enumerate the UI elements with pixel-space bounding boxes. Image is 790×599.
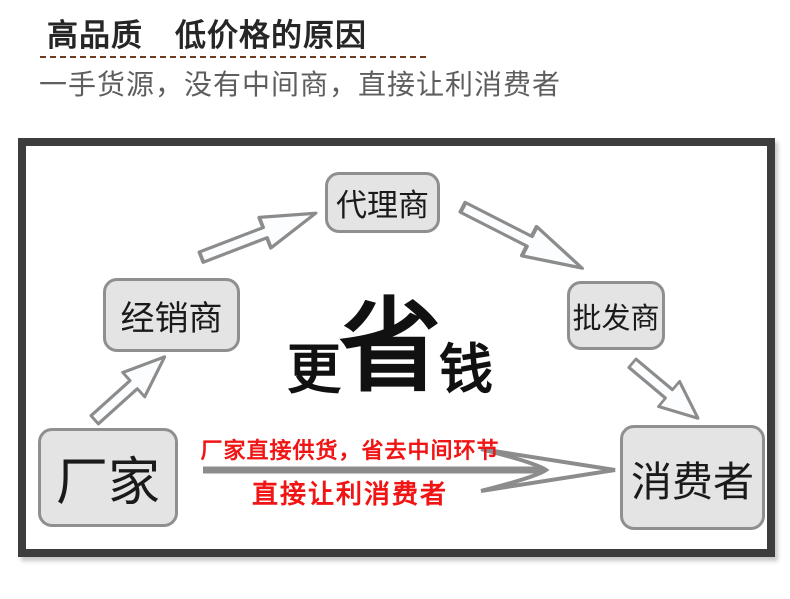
page-title: 高品质 低价格的原因 [47,18,367,53]
arrow-agent-to-wholesaler-icon [451,188,596,288]
arrow-distributor-to-agent-icon [191,193,327,277]
dashed-divider [40,56,426,58]
node-consumer: 消费者 [620,425,765,530]
arrow-wholesaler-to-consumer-icon [618,346,713,435]
page-subtitle: 一手货源，没有中间商，直接让利消费者 [39,69,562,100]
node-factory: 厂家 [38,428,178,527]
node-consumer-label: 消费者 [631,458,754,505]
node-agent: 代理商 [325,172,440,233]
node-agent-label: 代理商 [336,188,429,223]
center-slogan-right: 钱 [439,339,493,400]
note-benefit-consumers: 直接让利消费者 [251,479,448,509]
arrow-factory-to-consumer-icon [200,447,618,493]
note-direct-supply: 厂家直接供货，省去中间环节 [200,438,500,463]
arrow-factory-to-distributor-icon [79,340,180,437]
node-factory-label: 厂家 [55,454,160,512]
center-slogan-big: 省 [339,290,441,405]
node-wholesaler: 批发商 [567,281,665,350]
center-slogan-left: 更 [287,339,341,400]
diagram-frame: 代理商 经销商 批发商 厂家 消费者 更 省 钱 [18,138,775,557]
node-wholesaler-label: 批发商 [572,302,660,335]
node-distributor: 经销商 [103,278,240,352]
center-slogan: 更 省 钱 [270,290,510,405]
node-distributor-label: 经销商 [120,299,223,338]
